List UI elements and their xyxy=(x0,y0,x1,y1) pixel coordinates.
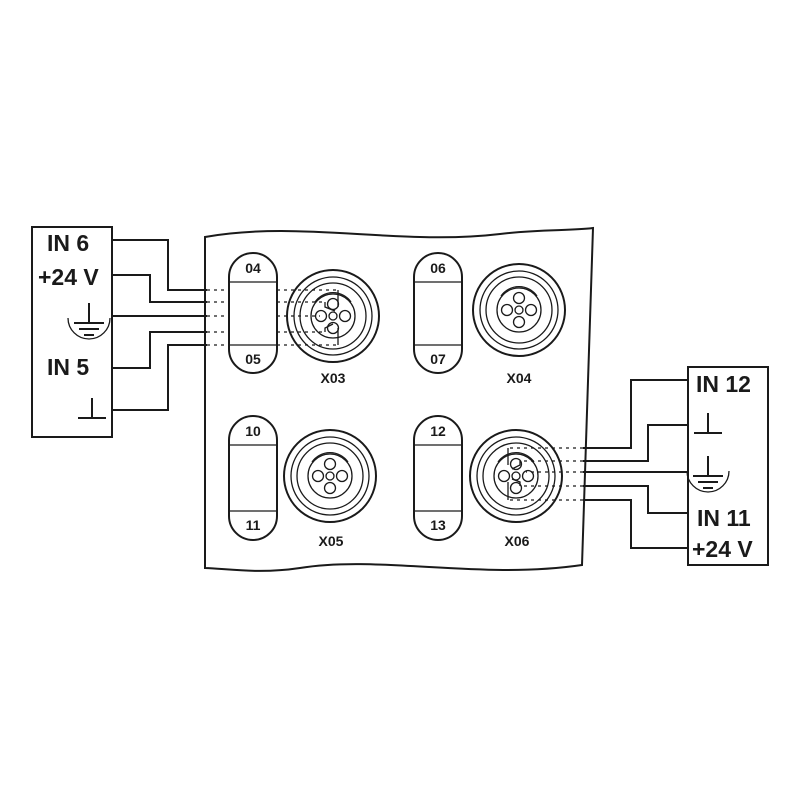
connector-label-x04: X04 xyxy=(507,370,532,386)
slot-plate-10-11 xyxy=(228,415,278,541)
connector-label-x03: X03 xyxy=(321,370,346,386)
slot-label-04: 04 xyxy=(245,260,261,276)
left-label-in5: IN 5 xyxy=(47,354,89,380)
slot-label-07: 07 xyxy=(430,351,446,367)
functional-earth-icon xyxy=(67,303,111,340)
ground-icon xyxy=(694,413,722,434)
slot-plate-12-13 xyxy=(413,415,463,541)
right-wiring xyxy=(507,379,688,549)
ground-icon xyxy=(78,398,106,419)
slot-label-05: 05 xyxy=(245,351,261,367)
slot-label-06: 06 xyxy=(430,260,446,276)
slot-label-11: 11 xyxy=(246,517,261,533)
functional-earth-icon xyxy=(686,456,730,493)
connector-label-x06: X06 xyxy=(505,533,530,549)
slot-label-12: 12 xyxy=(430,423,446,439)
slot-plate-06-07 xyxy=(413,252,463,374)
left-label-in6: IN 6 xyxy=(47,230,89,256)
slot-plate-04-05 xyxy=(228,252,278,374)
right-label-24v: +24 V xyxy=(692,536,753,562)
connector-label-x05: X05 xyxy=(319,533,344,549)
left-terminal-block xyxy=(31,226,113,438)
left-label-24v: +24 V xyxy=(38,264,99,290)
slot-label-10: 10 xyxy=(245,423,261,439)
right-label-in11: IN 11 xyxy=(697,505,751,531)
slot-label-13: 13 xyxy=(430,517,446,533)
right-terminal-block xyxy=(687,366,769,566)
right-label-in12: IN 12 xyxy=(696,371,751,397)
